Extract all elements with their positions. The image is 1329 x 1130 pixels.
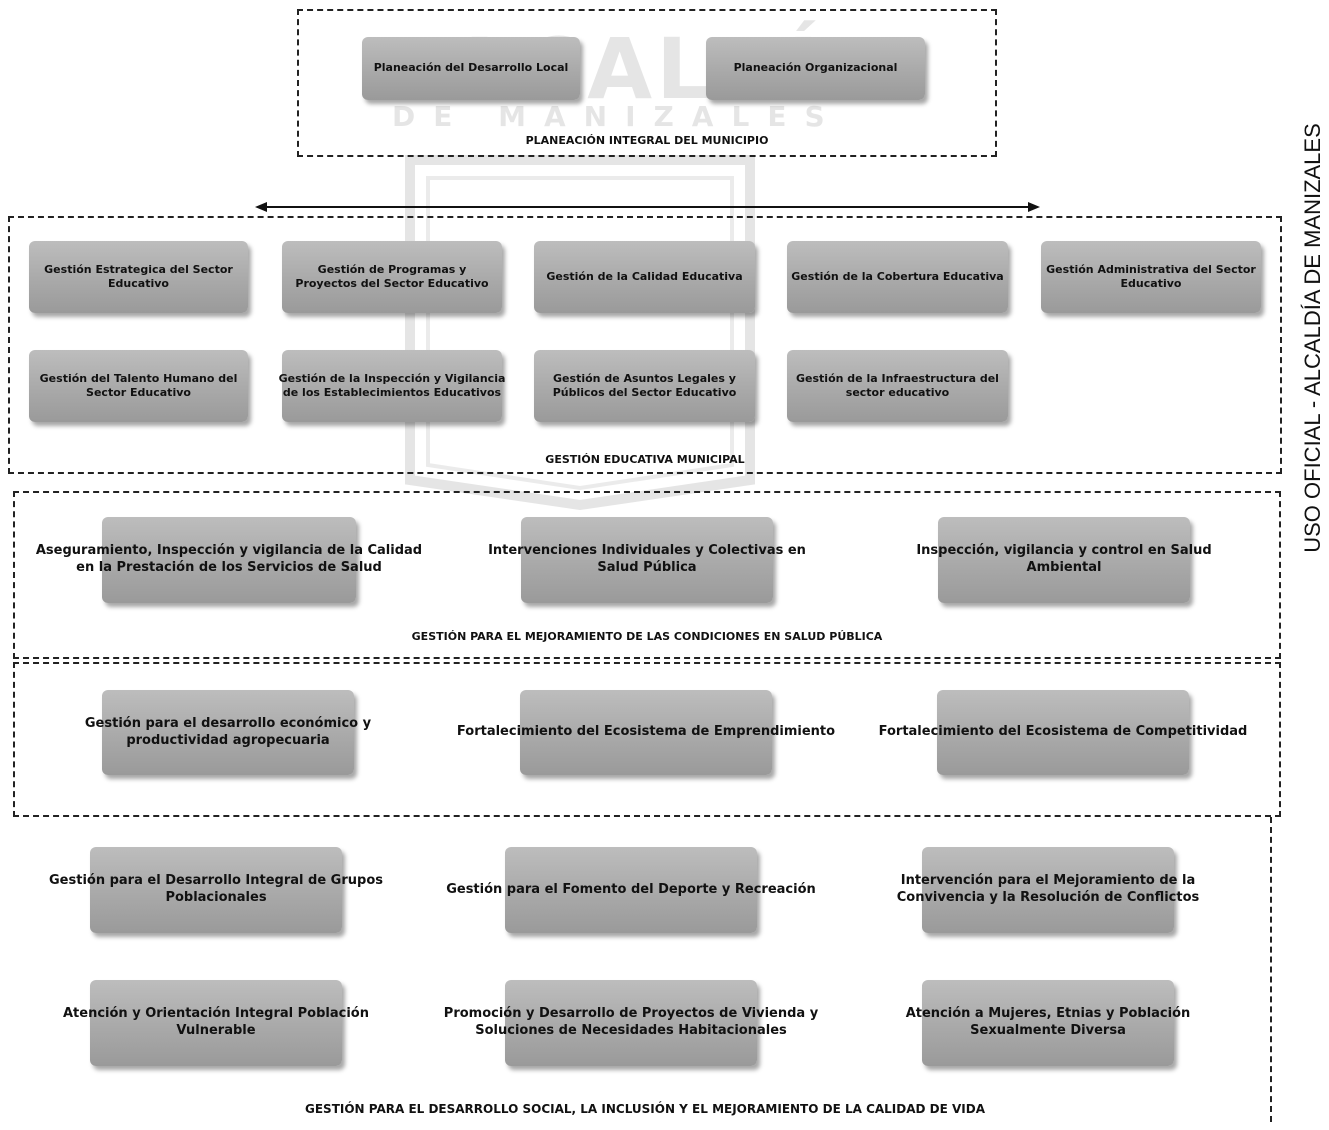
educativa-r1-3 — [534, 241, 755, 313]
salud-item-1-label: Aseguramiento, Inspección y vigilancia d… — [35, 543, 423, 575]
educativa-r1-2 — [282, 241, 502, 313]
planeacion-item-1 — [362, 37, 580, 100]
social-r2-3 — [922, 980, 1174, 1066]
educativa-r2-2 — [282, 350, 502, 422]
salud-item-2-label: Intervenciones Individuales y Colectivas… — [488, 543, 806, 575]
social-frame — [1270, 817, 1272, 1122]
educativa-r1-4-label: Gestión de la Cobertura Educativa — [791, 269, 1004, 283]
social-r2-2 — [505, 980, 757, 1066]
social-r1-1 — [90, 847, 342, 933]
educativa-r1-1 — [29, 241, 248, 313]
planeacion-item-2-label: Planeación Organizacional — [733, 61, 898, 75]
educativa-title: GESTIÓN EDUCATIVA MUNICIPAL — [545, 453, 745, 466]
educativa-r2-1-label: Gestión del Talento Humano del Sector Ed… — [39, 371, 238, 399]
planeacion-item-2 — [706, 37, 925, 100]
salud-item-3 — [938, 517, 1190, 603]
educativa-r1-2-label: Gestión de Programas y Proyectos del Sec… — [295, 262, 489, 290]
salud-title: GESTIÓN PARA EL MEJORAMIENTO DE LAS COND… — [411, 630, 883, 643]
social-r1-3-label: Intervención para el Mejoramiento de la … — [896, 873, 1200, 905]
educativa-r2-2-label: Gestión de la Inspección y Vigilancia de… — [278, 371, 506, 399]
economico-item-3-label: Fortalecimiento del Ecosistema de Compet… — [878, 724, 1248, 740]
social-r1-1-label: Gestión para el Desarrollo Integral de G… — [49, 873, 383, 905]
social-r1-2-label: Gestión para el Fomento del Deporte y Re… — [446, 881, 816, 897]
social-r2-1 — [90, 980, 342, 1066]
double-arrow — [255, 202, 1040, 212]
social-r2-2-label: Promoción y Desarrollo de Proyectos de V… — [443, 1006, 819, 1038]
educativa-r1-3-label: Gestión de la Calidad Educativa — [546, 269, 743, 283]
watermark-line2: DE MANIZALES — [392, 100, 843, 133]
educativa-r2-3 — [534, 350, 755, 422]
side-label: USO OFICIAL - ALCALDÍA DE MANIZALES — [1300, 123, 1325, 553]
educativa-r2-4 — [787, 350, 1008, 422]
educativa-r2-4-label: Gestión de la Infraestructura del sector… — [796, 371, 999, 399]
educativa-r2-3-label: Gestión de Asuntos Legales y Públicos de… — [552, 371, 737, 399]
economico-item-1-label: Gestión para el desarrollo económico y p… — [84, 715, 372, 748]
salud-item-2 — [521, 517, 773, 603]
educativa-r1-5-label: Gestión Administrativa del Sector Educat… — [1046, 262, 1256, 290]
planeacion-frame — [297, 9, 997, 157]
social-r1-2 — [505, 847, 757, 933]
economico-item-1 — [102, 690, 354, 775]
economico-item-2-label: Fortalecimiento del Ecosistema de Empren… — [456, 724, 836, 740]
educativa-frame — [8, 216, 1282, 474]
social-r1-3 — [922, 847, 1174, 933]
salud-item-1 — [102, 517, 356, 603]
economico-item-3 — [937, 690, 1189, 775]
salud-frame — [13, 491, 1281, 659]
social-title: GESTIÓN PARA EL DESARROLLO SOCIAL, LA IN… — [305, 1102, 985, 1116]
educativa-r1-4 — [787, 241, 1008, 313]
planeacion-title: PLANEACIÓN INTEGRAL DEL MUNICIPIO — [525, 134, 769, 147]
planeacion-item-1-label: Planeación del Desarrollo Local — [373, 61, 569, 75]
economico-item-2 — [520, 690, 772, 775]
educativa-r1-5 — [1041, 241, 1261, 313]
economico-frame — [13, 662, 1281, 817]
salud-item-3-label: Inspección, vigilancia y control en Salu… — [916, 543, 1212, 575]
social-r2-3-label: Atención a Mujeres, Etnias y Población S… — [905, 1006, 1191, 1038]
social-r2-1-label: Atención y Orientación Integral Població… — [62, 1006, 369, 1038]
educativa-r2-1 — [29, 350, 248, 422]
educativa-r1-1-label: Gestión Estrategica del Sector Educativo — [44, 262, 233, 290]
